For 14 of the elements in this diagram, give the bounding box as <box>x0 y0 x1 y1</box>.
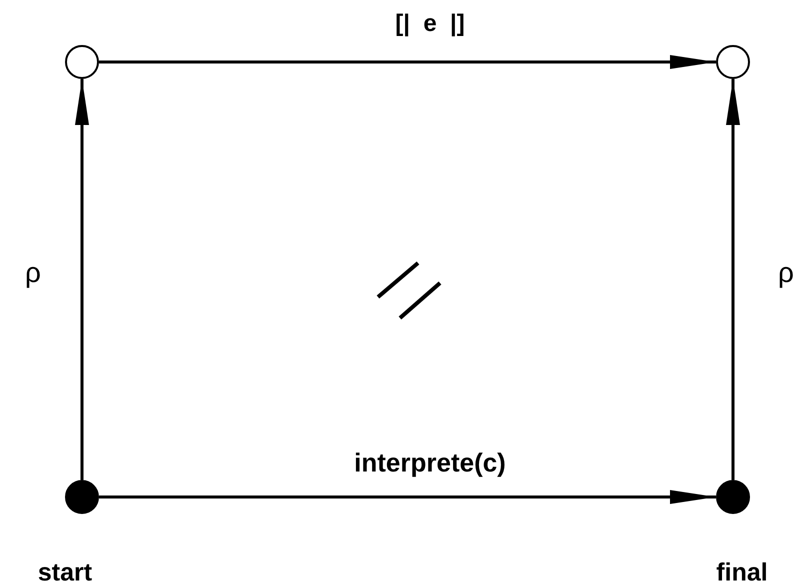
filled-circle <box>65 480 99 514</box>
node-caption: final <box>716 558 768 588</box>
arrow <box>99 55 716 69</box>
edge-label: [| e |] <box>395 10 465 38</box>
edge-label: ρ <box>25 257 41 289</box>
edge-label: ρ <box>778 257 794 289</box>
filled-circle <box>716 480 750 514</box>
edge-label: interprete(c) <box>354 448 506 478</box>
node-caption: start <box>38 558 92 588</box>
open-circle <box>65 45 99 79</box>
arrow <box>99 490 716 504</box>
arrow <box>726 79 740 480</box>
open-circle <box>716 45 750 79</box>
arrow <box>75 79 89 480</box>
